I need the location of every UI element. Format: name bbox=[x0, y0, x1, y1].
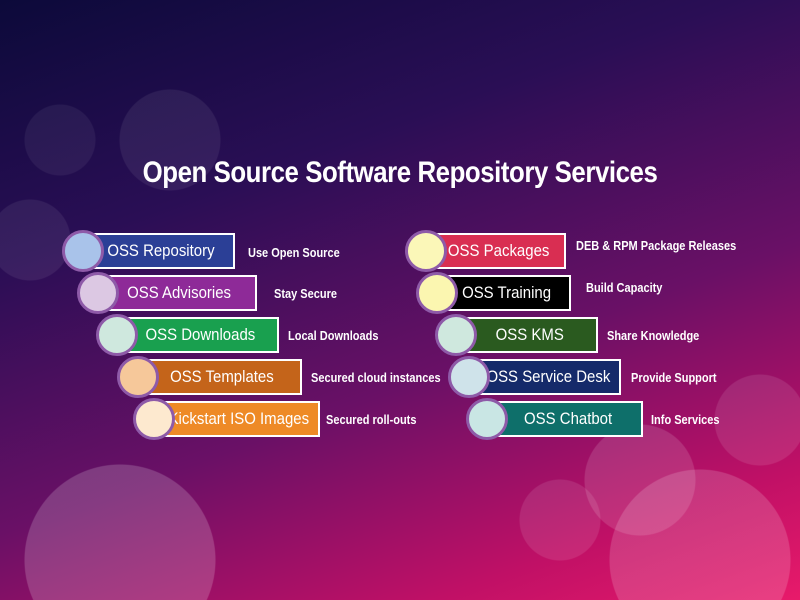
bubble-icon bbox=[448, 356, 490, 398]
service-bar[interactable]: OSS Chatbot bbox=[493, 401, 643, 437]
bubble-icon bbox=[96, 314, 138, 356]
bubble-icon bbox=[117, 356, 159, 398]
service-oss-templates[interactable]: OSS Templates Secured cloud instances bbox=[117, 356, 441, 398]
service-label: OSS Training bbox=[462, 283, 552, 302]
service-label: OSS KMS bbox=[495, 325, 565, 344]
service-label: OSS Repository bbox=[107, 241, 215, 260]
bubble-icon bbox=[435, 314, 477, 356]
service-label: OSS Advisories bbox=[127, 283, 232, 302]
service-description: Use Open Source bbox=[248, 246, 340, 260]
service-label: Kickstart ISO Images bbox=[168, 409, 310, 428]
service-bar[interactable]: OSS Service Desk bbox=[475, 359, 621, 395]
service-oss-repository[interactable]: OSS Repository Use Open Source bbox=[62, 230, 342, 272]
bubble-icon bbox=[77, 272, 119, 314]
service-label: OSS Service Desk bbox=[486, 367, 610, 386]
service-bar[interactable]: OSS Training bbox=[443, 275, 571, 311]
service-bar[interactable]: OSS KMS bbox=[462, 317, 598, 353]
service-oss-chatbot[interactable]: OSS Chatbot Info Services bbox=[466, 398, 726, 440]
service-description: Build Capacity bbox=[586, 281, 663, 295]
service-label: OSS Chatbot bbox=[523, 409, 613, 428]
service-description: Secured roll-outs bbox=[326, 413, 417, 427]
service-bar[interactable]: OSS Downloads bbox=[121, 317, 279, 353]
bubble-icon bbox=[405, 230, 447, 272]
service-description: Stay Secure bbox=[274, 287, 337, 301]
service-oss-advisories[interactable]: OSS Advisories Stay Secure bbox=[77, 272, 357, 314]
service-label: OSS Downloads bbox=[145, 325, 255, 344]
service-oss-packages[interactable]: OSS Packages DEB & RPM Package Releases bbox=[405, 230, 736, 272]
service-description: Secured cloud instances bbox=[311, 371, 441, 385]
service-bar[interactable]: Kickstart ISO Images bbox=[158, 401, 320, 437]
service-bar[interactable]: OSS Repository bbox=[87, 233, 235, 269]
service-kickstart-iso-images[interactable]: Kickstart ISO Images Secured roll-outs bbox=[133, 398, 423, 440]
service-label: OSS Templates bbox=[170, 367, 274, 386]
service-oss-kms[interactable]: OSS KMS Share Knowledge bbox=[435, 314, 705, 356]
service-label: OSS Packages bbox=[448, 241, 550, 260]
service-description: Info Services bbox=[651, 413, 720, 427]
bubble-icon bbox=[62, 230, 104, 272]
service-oss-downloads[interactable]: OSS Downloads Local Downloads bbox=[96, 314, 396, 356]
service-oss-service-desk[interactable]: OSS Service Desk Provide Support bbox=[448, 356, 718, 398]
service-bar[interactable]: OSS Packages bbox=[432, 233, 566, 269]
service-bar[interactable]: OSS Advisories bbox=[102, 275, 257, 311]
service-description: DEB & RPM Package Releases bbox=[576, 239, 737, 253]
service-description: Share Knowledge bbox=[607, 329, 700, 343]
service-oss-training[interactable]: OSS Training Build Capacity bbox=[416, 272, 676, 314]
bubble-icon bbox=[466, 398, 508, 440]
bubble-icon bbox=[416, 272, 458, 314]
service-description: Local Downloads bbox=[288, 329, 379, 343]
service-bar[interactable]: OSS Templates bbox=[142, 359, 302, 395]
page-title: Open Source Software Repository Services bbox=[142, 156, 658, 189]
bubble-icon bbox=[133, 398, 175, 440]
service-description: Provide Support bbox=[631, 371, 717, 385]
